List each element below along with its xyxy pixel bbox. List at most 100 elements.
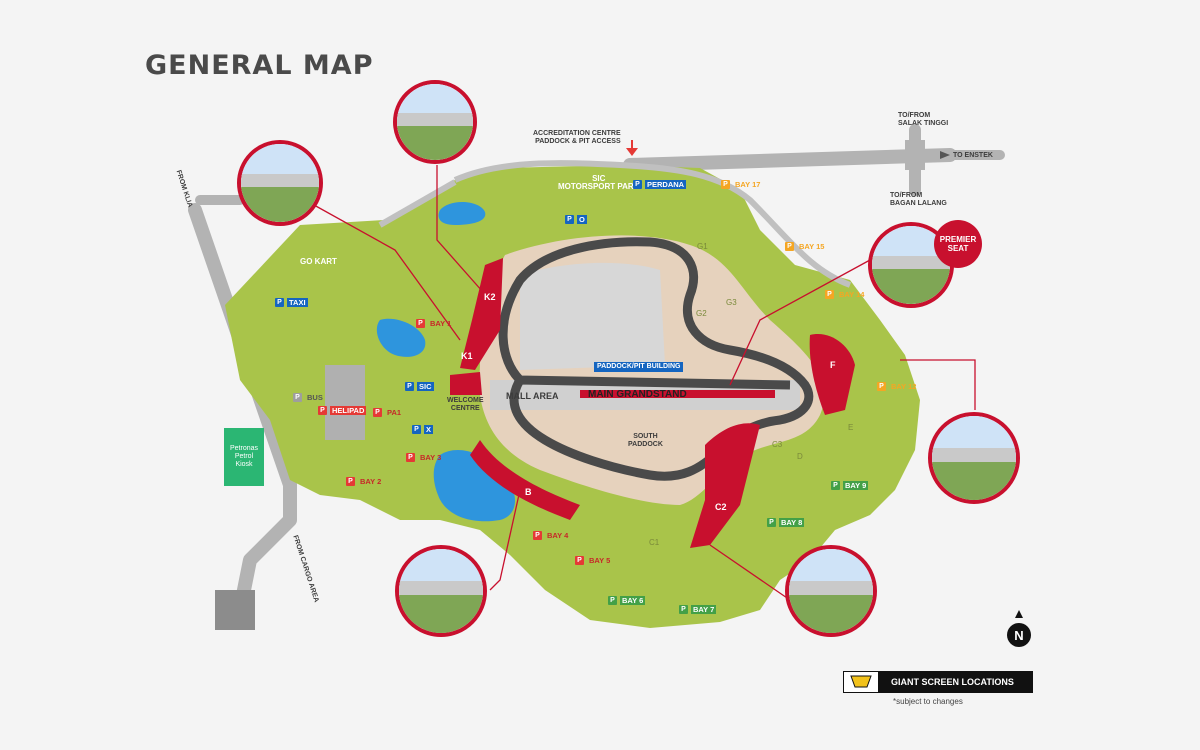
parking-label: PERDANA (645, 180, 687, 189)
parking-bus[interactable]: P BUS (293, 393, 325, 402)
parking-icon: P (293, 393, 302, 402)
parking-label: O (577, 215, 587, 224)
parking-bay17[interactable]: P BAY 17 (721, 180, 762, 189)
parking-bay2[interactable]: P BAY 2 (346, 477, 383, 486)
helipad-area (325, 365, 365, 440)
photo-c2-grandstand[interactable] (785, 545, 877, 637)
parking-label: BAY 2 (360, 477, 382, 486)
stand-g1[interactable]: G1 (697, 242, 708, 251)
parking-icon: P (831, 481, 840, 490)
photo-k1-grandstand[interactable] (237, 140, 323, 226)
main-grandstand-label: MAIN GRANDSTAND (588, 389, 687, 400)
photo-k2-grandstand[interactable] (393, 80, 477, 164)
parking-icon: P (721, 180, 730, 189)
parking-icon: P (575, 556, 584, 565)
parking-label: BAY 17 (735, 180, 761, 189)
callout-lines (304, 165, 976, 601)
parking-label: TAXI (287, 298, 308, 307)
stand-c1[interactable]: C1 (649, 538, 660, 547)
stand-g3[interactable]: G3 (726, 298, 737, 307)
stand-b[interactable]: B (525, 487, 532, 497)
parking-bay14[interactable]: P BAY 14 (825, 290, 866, 299)
sic-park-label: SIC MOTORSPORT PARK (558, 174, 640, 191)
parking-icon: P (405, 382, 414, 391)
parking-label: BAY 6 (620, 596, 646, 605)
paddock-pit-label: PADDOCK/PIT BUILDING (594, 362, 684, 372)
parking-icon: P (416, 319, 425, 328)
bagan-label: TO/FROM BAGAN LALANG (890, 192, 947, 207)
stand-c2[interactable]: C2 (715, 502, 727, 512)
photo-f-grandstand[interactable] (928, 412, 1020, 504)
parking-label: BUS (307, 393, 323, 402)
stand-k1[interactable]: K1 (461, 351, 473, 361)
parking-icon: P (679, 605, 688, 614)
parking-icon: P (825, 290, 834, 299)
parking-label: BAY 7 (691, 605, 717, 614)
track (498, 237, 814, 481)
parking-icon: P (275, 298, 284, 307)
stand-k2[interactable]: K2 (484, 292, 496, 302)
parking-icon: P (346, 477, 355, 486)
parking-icon: P (533, 531, 542, 540)
enstek-arrow (940, 151, 950, 159)
welcome-centre-label: WELCOME CENTRE (447, 397, 484, 412)
north-arrow-icon: N (1007, 610, 1031, 647)
stand-c3[interactable]: C3 (772, 440, 783, 449)
parking-icon: P (318, 406, 327, 415)
parking-icon: P (767, 518, 776, 527)
parking-icon: P (406, 453, 415, 462)
grandstands (450, 258, 855, 548)
parking-label: SIC (417, 382, 434, 391)
parking-label: BAY 15 (799, 242, 825, 251)
premier-seat-badge: PREMIER SEAT (934, 220, 982, 268)
paddock-zone (520, 262, 665, 370)
petronas-label: Petronas Petrol Kiosk (229, 445, 259, 468)
legend-label: GIANT SCREEN LOCATIONS (891, 677, 1014, 687)
enstek-label: TO ENSTEK (953, 152, 993, 159)
stand-d[interactable]: D (797, 452, 803, 461)
parking-icon: P (608, 596, 617, 605)
parking-label: BAY 12 (891, 382, 917, 391)
legend-note: *subject to changes (893, 697, 963, 706)
accreditation-label: ACCREDITATION CENTRE PADDOCK & PIT ACCES… (533, 130, 621, 145)
go-kart-label: GO KART (300, 257, 337, 266)
parking-label: BAY 3 (420, 453, 442, 462)
page-title: GENERAL MAP (145, 50, 374, 81)
parking-label: X (424, 425, 434, 434)
parking-icon: P (412, 425, 421, 434)
salak-label: TO/FROM SALAK TINGGI (898, 112, 949, 127)
stand-f[interactable]: F (830, 360, 836, 370)
parking-label: HELIPAD (330, 406, 367, 415)
cargo-building (215, 590, 255, 630)
ring-road (378, 160, 852, 288)
south-paddock-label: SOUTH PADDOCK (628, 433, 663, 448)
parking-icon: P (633, 180, 642, 189)
parking-icon: P (785, 242, 794, 251)
photo-b-grandstand[interactable] (395, 545, 487, 637)
accreditation-arrow (626, 140, 638, 156)
stand-g2[interactable]: G2 (696, 309, 707, 318)
petronas-kiosk: Petronas Petrol Kiosk (224, 428, 264, 486)
giant-screen-icon (843, 671, 879, 693)
parking-bay3[interactable]: P BAY 3 (406, 453, 443, 462)
parking-bay15[interactable]: P BAY 15 (785, 242, 826, 251)
premier-seat-label: PREMIER SEAT (939, 235, 977, 253)
parking-icon: P (565, 215, 574, 224)
stand-e[interactable]: E (848, 423, 854, 432)
parking-label: BAY 14 (839, 290, 865, 299)
